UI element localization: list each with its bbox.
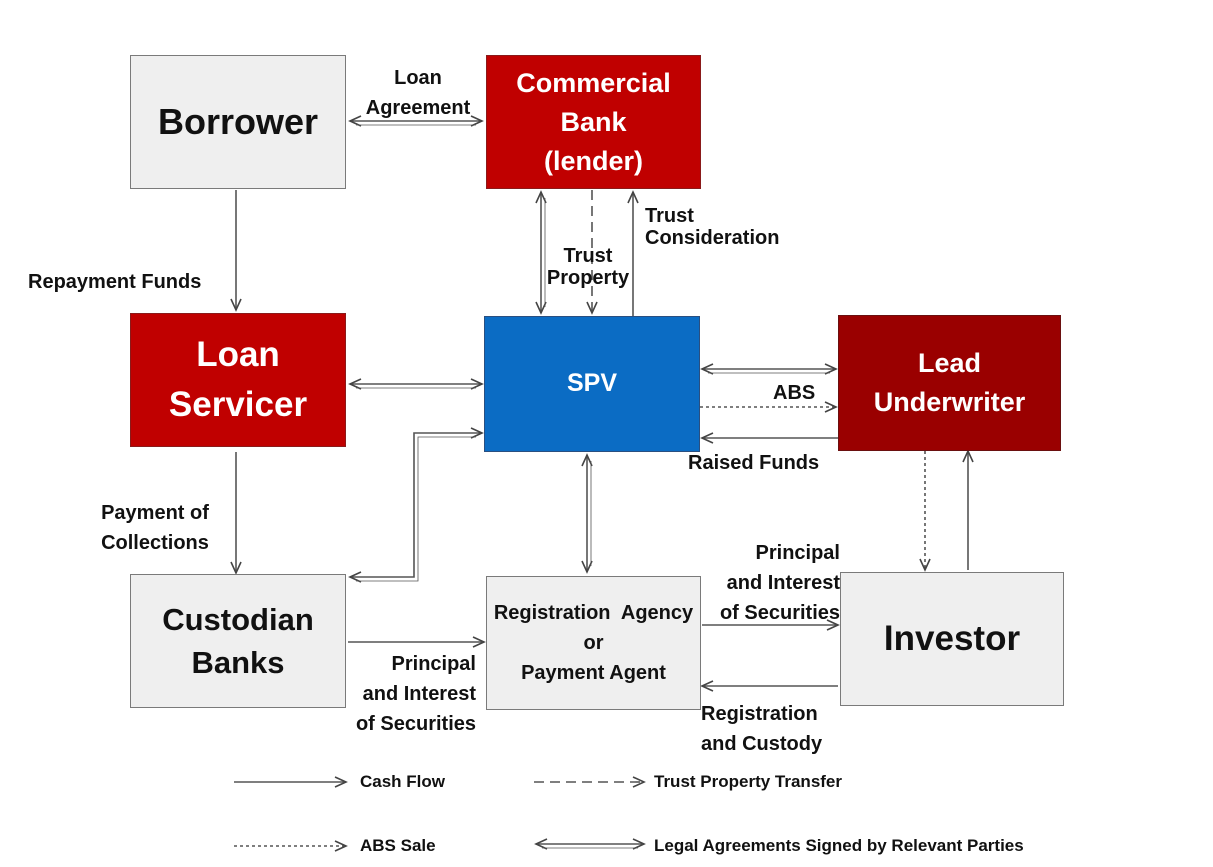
label-loan-agreement: Loan Agreement: [356, 63, 480, 123]
label-registration-custody: Registration and Custody: [701, 699, 822, 759]
edge-custodian-spv-legal: [348, 427, 484, 583]
edge-spv-underwriter-legal: [700, 363, 838, 375]
label-trust-property-line1: Trust: [563, 245, 613, 267]
label-principal-interest-left-line1: Principal: [391, 653, 476, 675]
label-registration-custody-line2: and Custody: [701, 733, 823, 755]
label-registration-custody-line1: Registration: [701, 703, 818, 725]
label-principal-interest-left: Principal and Interest of Securities: [340, 649, 476, 739]
edge-bank-spv-legal: [535, 190, 547, 315]
legend-abs-sale: ABS Sale: [360, 836, 436, 855]
legend-cash-flow: Cash Flow: [360, 772, 446, 791]
label-payment-of-collections-line2: Collections: [101, 532, 209, 554]
label-payment-of-collections: Payment of Collections: [88, 498, 222, 558]
node-lead-underwriter: Lead Underwriter: [838, 315, 1061, 451]
label-trust-property: Trust Property: [540, 245, 636, 289]
node-commercial-bank-line2: Bank: [560, 106, 627, 137]
label-repayment-funds: Repayment Funds: [28, 267, 201, 297]
label-payment-of-collections-line1: Payment of: [101, 502, 209, 524]
label-principal-interest-right-line3: of Securities: [719, 602, 840, 624]
node-custodian-banks: Custodian Banks: [130, 574, 346, 708]
label-loan-agreement-line1: Loan: [394, 67, 442, 89]
legend-trust-property-transfer: Trust Property Transfer: [654, 772, 843, 791]
label-trust-consideration: Trust Consideration: [645, 205, 779, 249]
node-custodian-banks-line2: Banks: [191, 645, 285, 680]
label-principal-interest-left-line3: of Securities: [355, 713, 476, 735]
node-spv-label: SPV: [566, 369, 618, 397]
label-loan-agreement-line2: Agreement: [365, 97, 471, 119]
label-principal-interest-right: Principal and Interest of Securities: [700, 538, 840, 628]
node-borrower: Borrower: [130, 55, 346, 189]
label-trust-consideration-line1: Trust: [645, 205, 694, 227]
node-custodian-banks-line1: Custodian: [162, 602, 314, 637]
label-raised-funds: Raised Funds: [688, 448, 819, 478]
node-investor: Investor: [840, 572, 1064, 706]
node-loan-servicer: Loan Servicer: [130, 313, 346, 447]
label-trust-property-line2: Property: [546, 267, 630, 289]
node-registration-agency-line1: Registration Agency: [493, 602, 694, 624]
node-loan-servicer-line2: Servicer: [168, 385, 308, 424]
label-principal-interest-right-line1: Principal: [755, 542, 840, 564]
node-investor-label: Investor: [883, 619, 1021, 658]
label-trust-consideration-line2: Consideration: [645, 227, 780, 249]
legend-legal-agreements: Legal Agreements Signed by Relevant Part…: [654, 836, 1024, 855]
label-abs: ABS: [773, 378, 815, 408]
label-principal-interest-right-line2: and Interest: [726, 572, 840, 594]
node-loan-servicer-line1: Loan: [196, 335, 280, 374]
label-repayment-funds-text: Repayment Funds: [28, 271, 202, 293]
node-registration-agency-line2: or: [583, 632, 604, 654]
legend-legal-line: [534, 838, 646, 850]
node-commercial-bank-line3: (lender): [543, 145, 643, 176]
node-borrower-label: Borrower: [157, 101, 319, 142]
edge-loan-agreement: [348, 115, 484, 127]
node-registration-agency: Registration Agency or Payment Agent: [486, 576, 701, 710]
node-commercial-bank-line1: Commercial: [516, 67, 671, 98]
label-raised-funds-text: Raised Funds: [688, 452, 820, 474]
label-principal-interest-left-line2: and Interest: [362, 683, 476, 705]
node-registration-agency-line3: Payment Agent: [521, 662, 666, 684]
node-commercial-bank: Commercial Bank (lender): [486, 55, 701, 189]
node-lead-underwriter-line1: Lead: [917, 348, 982, 378]
node-spv: SPV: [484, 316, 700, 452]
label-abs-text: ABS: [773, 382, 816, 404]
edge-spv-registration-legal: [581, 453, 593, 574]
node-lead-underwriter-line2: Underwriter: [873, 387, 1026, 417]
edge-servicer-spv-legal: [348, 378, 484, 390]
